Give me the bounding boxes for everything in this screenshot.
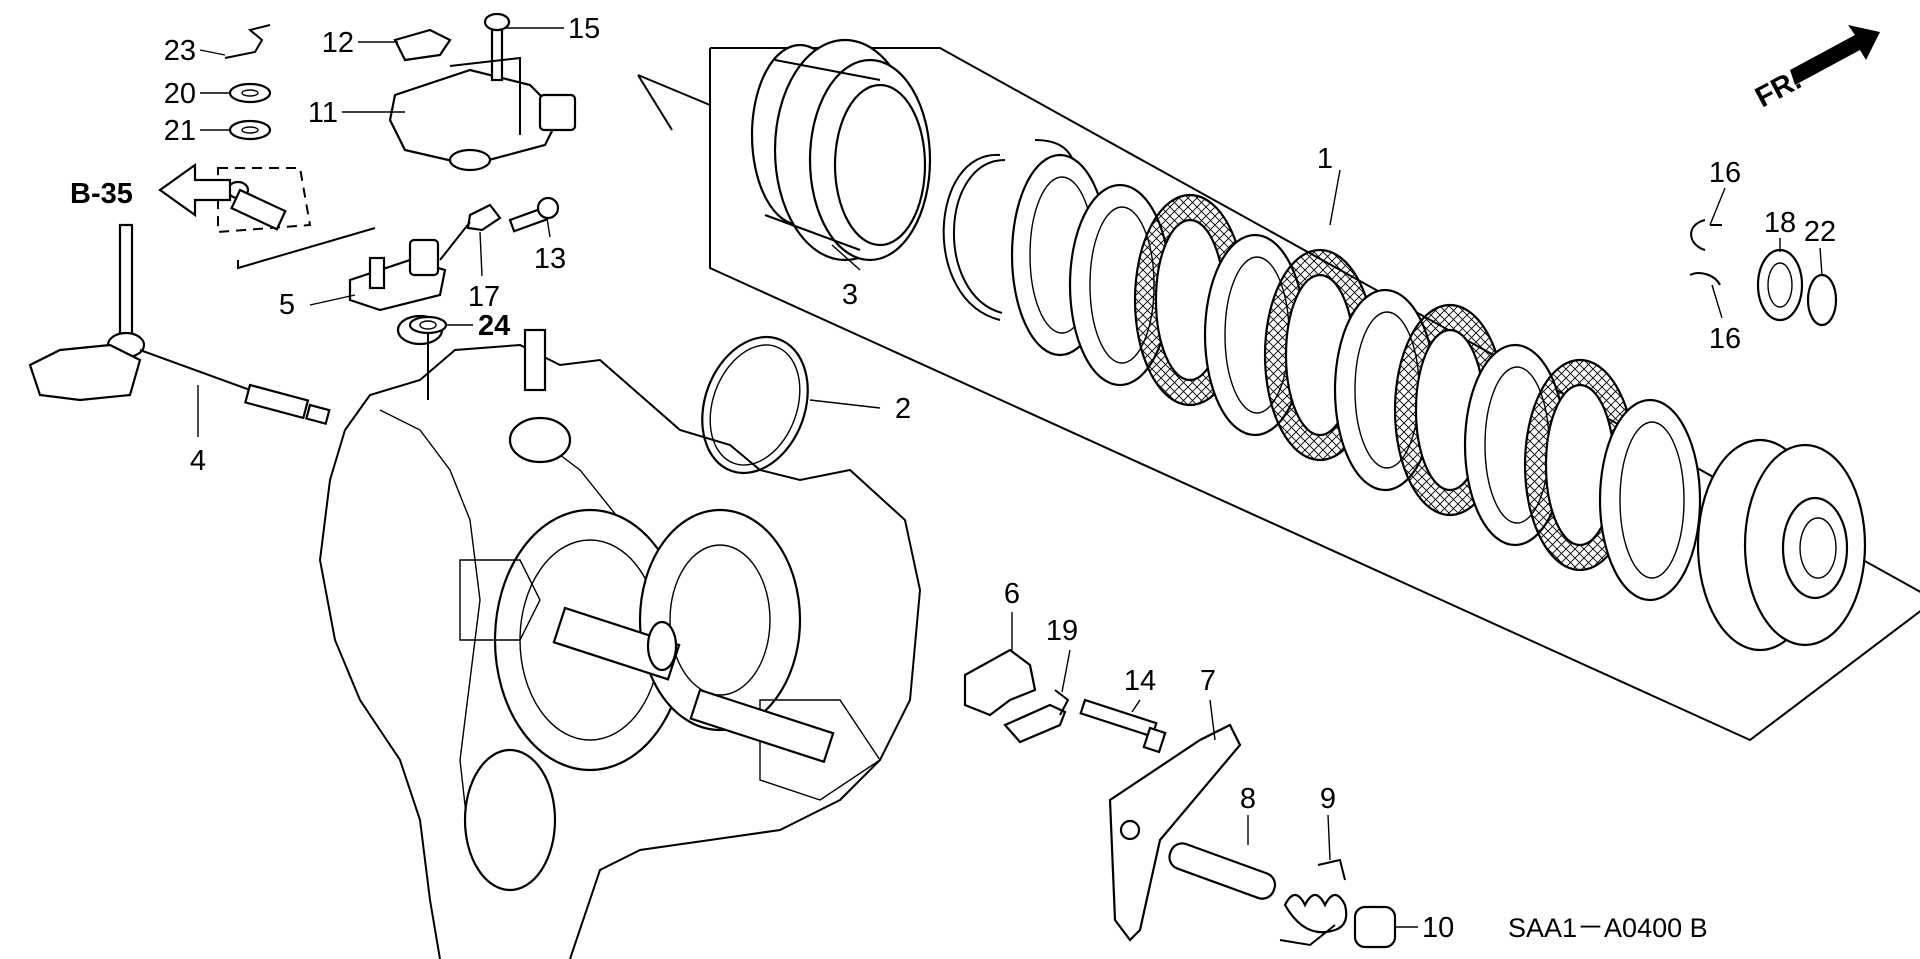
diagram-code: SAA1－A0400 B [1508, 913, 1708, 943]
callout-labels: 1 2 3 4 5 6 7 8 9 10 11 12 13 14 15 16 1… [164, 13, 1836, 944]
snap-ring-22 [1806, 273, 1838, 327]
bearing-18 [1756, 248, 1804, 322]
callout-14: 14 [1124, 665, 1156, 697]
reference-label: B-35 [70, 178, 133, 210]
clutch-hub [1696, 438, 1867, 652]
shift-arm-connector-hint [217, 167, 376, 270]
callout-20: 20 [164, 78, 196, 110]
leader-lines [197, 27, 1823, 928]
callout-9: 9 [1320, 783, 1336, 815]
clutch-plates-stack [1010, 153, 1702, 602]
callout-19: 19 [1046, 615, 1078, 647]
callout-11: 11 [308, 97, 338, 129]
callout-21: 21 [164, 115, 196, 147]
o-ring [701, 335, 809, 475]
callout-16-bottom: 16 [1709, 323, 1741, 355]
callout-4: 4 [190, 445, 206, 477]
callout-10: 10 [1422, 912, 1454, 944]
callout-8: 8 [1240, 783, 1256, 815]
snap-ring-16b [1689, 272, 1721, 286]
position-sensor [388, 12, 577, 172]
callout-17: 17 [468, 281, 500, 313]
reference-arrow [158, 162, 232, 218]
callout-22: 22 [1804, 216, 1836, 248]
callout-5: 5 [279, 289, 295, 321]
callout-18: 18 [1764, 207, 1796, 239]
callout-2: 2 [895, 393, 911, 425]
clutch-drum [750, 38, 932, 262]
snap-ring-16a [1690, 219, 1722, 251]
callout-12: 12 [322, 27, 354, 59]
callout-23: 23 [164, 35, 196, 67]
callout-15: 15 [568, 13, 600, 45]
spring-clip-23 [224, 24, 271, 59]
washers-20-21 [228, 82, 272, 141]
washer-24 [408, 315, 448, 400]
callout-1: 1 [1317, 143, 1333, 175]
parking-lever-parts [963, 648, 1167, 754]
parking-pawl-parts [1108, 723, 1397, 949]
direction-arrow [1790, 25, 1880, 85]
callout-7: 7 [1200, 665, 1216, 697]
callout-24: 24 [478, 310, 510, 342]
callout-6: 6 [1004, 578, 1020, 610]
shift-arm [28, 223, 331, 426]
callout-16-top: 16 [1709, 157, 1741, 189]
clip-and-bolt [439, 196, 560, 261]
shift-plate [348, 238, 447, 312]
mainshaft [552, 606, 835, 764]
callout-3: 3 [842, 279, 858, 311]
callout-13: 13 [534, 243, 566, 275]
